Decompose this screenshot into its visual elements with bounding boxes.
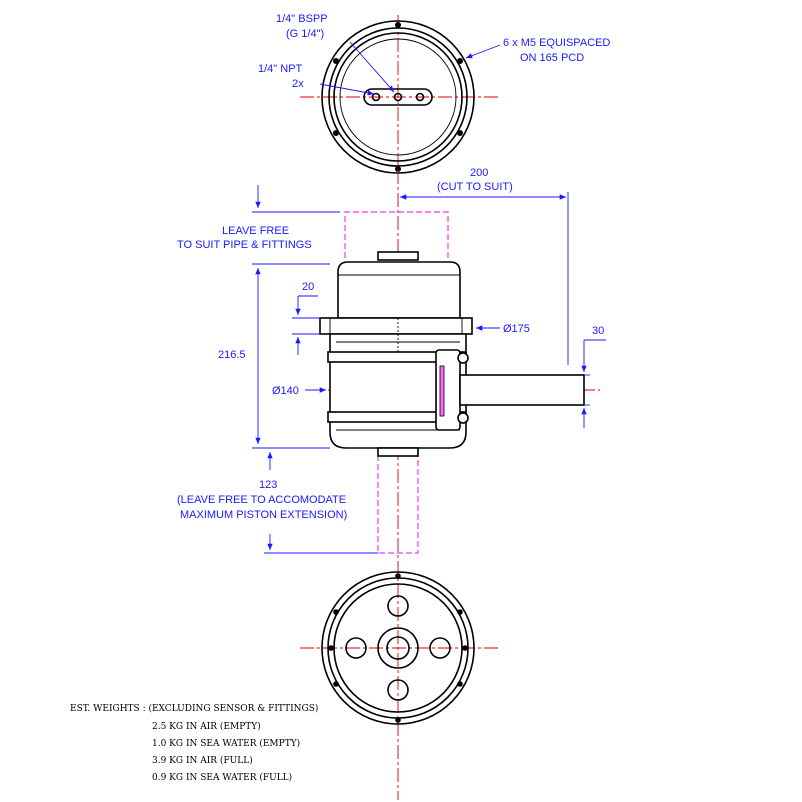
weight-line: 0.9 KG IN SEA WATER (FULL)	[152, 772, 292, 783]
extension-note-1: (LEAVE FREE TO ACCOMODATE	[177, 494, 346, 506]
top-view: 1/4" BSPP (G 1/4") 1/4" NPT 2x 6 x M5 EQ…	[258, 13, 610, 174]
dim-123: 123	[259, 479, 277, 491]
port-slot	[363, 88, 433, 106]
dim-20: 20	[302, 281, 314, 293]
extension-note-2: MAXIMUM PISTON EXTENSION)	[180, 509, 347, 521]
leave-free-label: LEAVE FREE	[222, 225, 289, 237]
piston-extension-zone	[377, 455, 419, 554]
label-bspp: 1/4" BSPP	[276, 13, 328, 25]
dim-30: 30	[592, 325, 604, 337]
weight-line: 1.0 KG IN SEA WATER (EMPTY)	[152, 738, 300, 749]
weight-line: 2.5 KG IN AIR (EMPTY)	[152, 721, 261, 732]
dim-216: 216.5	[218, 349, 246, 361]
pipe-clearance-zone	[344, 211, 449, 258]
piston-inner	[386, 636, 410, 660]
npt-port-left	[371, 92, 381, 102]
bottom-view	[300, 571, 500, 725]
bspp-port	[393, 92, 403, 102]
weight-line: 3.9 KG IN AIR (FULL)	[152, 755, 253, 766]
side-pipe	[459, 374, 585, 406]
bottom-flange-outer	[321, 571, 475, 725]
label-npt-qty: 2x	[292, 78, 304, 90]
bolt-holes-bottom	[328, 573, 468, 723]
label-pcd: ON 165 PCD	[520, 52, 584, 64]
dim-175: Ø175	[503, 323, 530, 335]
bolt-holes-top	[333, 22, 463, 172]
weights-heading: EST. WEIGHTS : (EXCLUDING SENSOR & FITTI…	[70, 703, 318, 714]
dim-200-note: (CUT TO SUIT)	[437, 181, 513, 193]
side-view: 200 (CUT TO SUIT) LEAVE FREE TO SUIT PIP…	[177, 167, 606, 800]
npt-port-right	[415, 92, 425, 102]
leave-free-sub: TO SUIT PIPE & FITTINGS	[177, 239, 312, 251]
dim-140: Ø140	[272, 385, 299, 397]
label-npt: 1/4" NPT	[258, 63, 303, 75]
flange-clamp	[319, 317, 473, 335]
dim-200: 200	[470, 167, 488, 179]
weights-note: EST. WEIGHTS : (EXCLUDING SENSOR & FITTI…	[70, 703, 318, 783]
label-g-thread: (G 1/4")	[286, 28, 324, 40]
label-holes: 6 x M5 EQUISPACED	[503, 37, 610, 49]
piston-outer	[377, 627, 419, 669]
